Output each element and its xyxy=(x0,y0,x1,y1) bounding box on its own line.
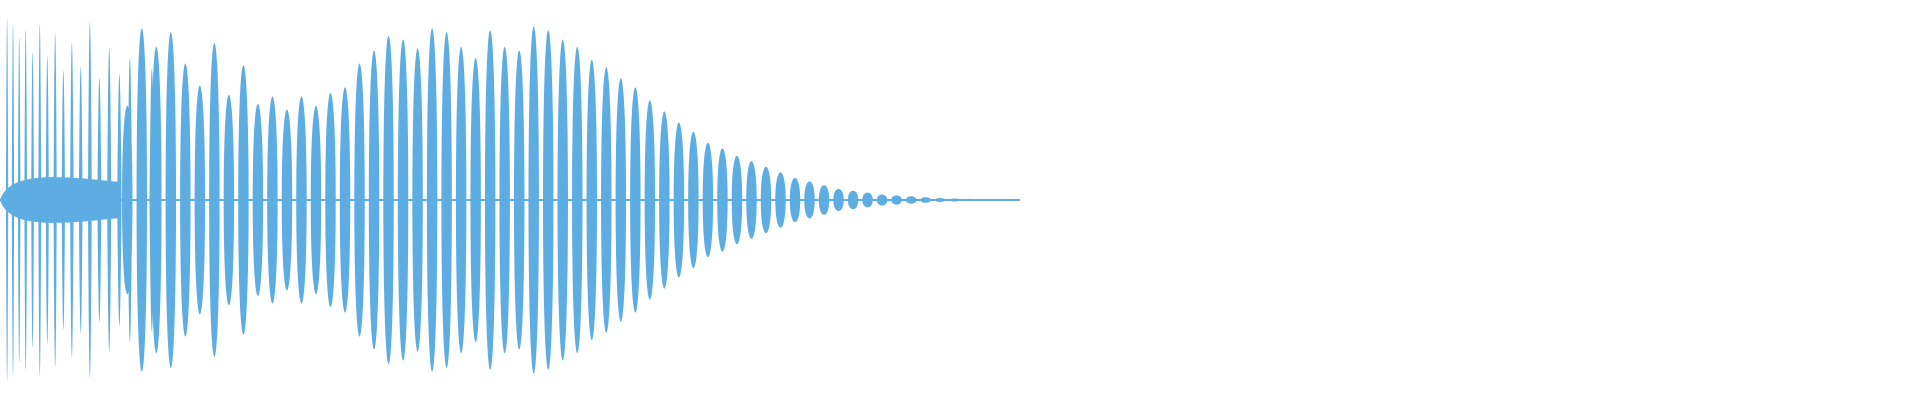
audio-waveform xyxy=(0,18,1020,382)
waveform-panel xyxy=(0,18,1020,382)
